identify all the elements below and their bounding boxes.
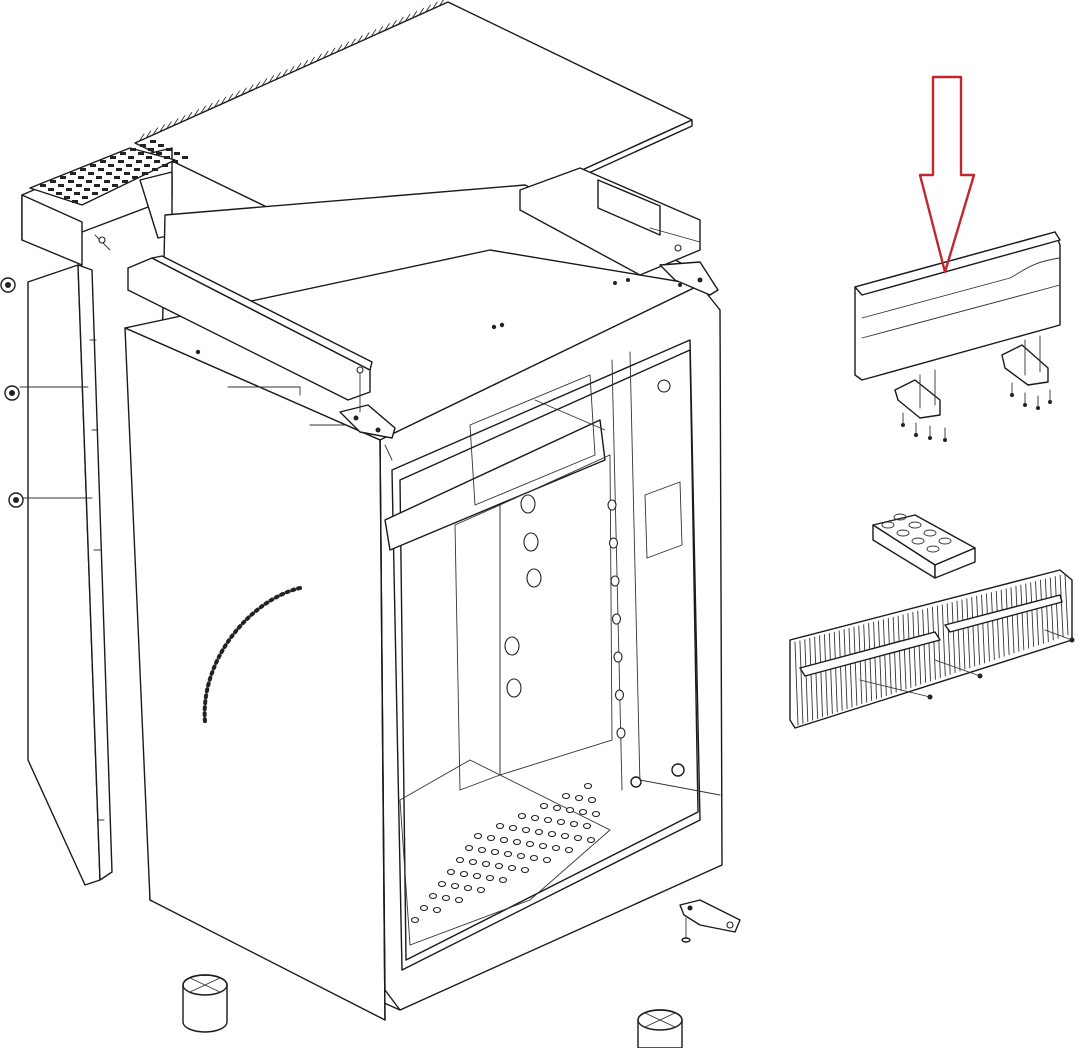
ice-cube-tray — [872, 513, 976, 579]
leveling-foot-right — [637, 1009, 683, 1048]
top-vent-grille — [21, 140, 188, 266]
door-top-trim-part[interactable] — [854, 231, 1061, 442]
left-side-panel — [19, 264, 113, 886]
callout-arrow-icon — [918, 75, 976, 274]
floor-perforations — [410, 782, 601, 924]
rear-hinge-bracket — [519, 167, 719, 296]
bottom-hinge-bracket — [679, 899, 741, 943]
leveling-foot-left — [182, 974, 228, 1033]
side-screws — [0, 277, 24, 508]
front-top-bar — [127, 255, 396, 461]
rear-condenser-grille — [789, 569, 1075, 729]
inner-wall-holes — [504, 494, 626, 739]
lower-hinge-pin — [630, 379, 721, 796]
cabinet-body — [124, 184, 723, 1021]
